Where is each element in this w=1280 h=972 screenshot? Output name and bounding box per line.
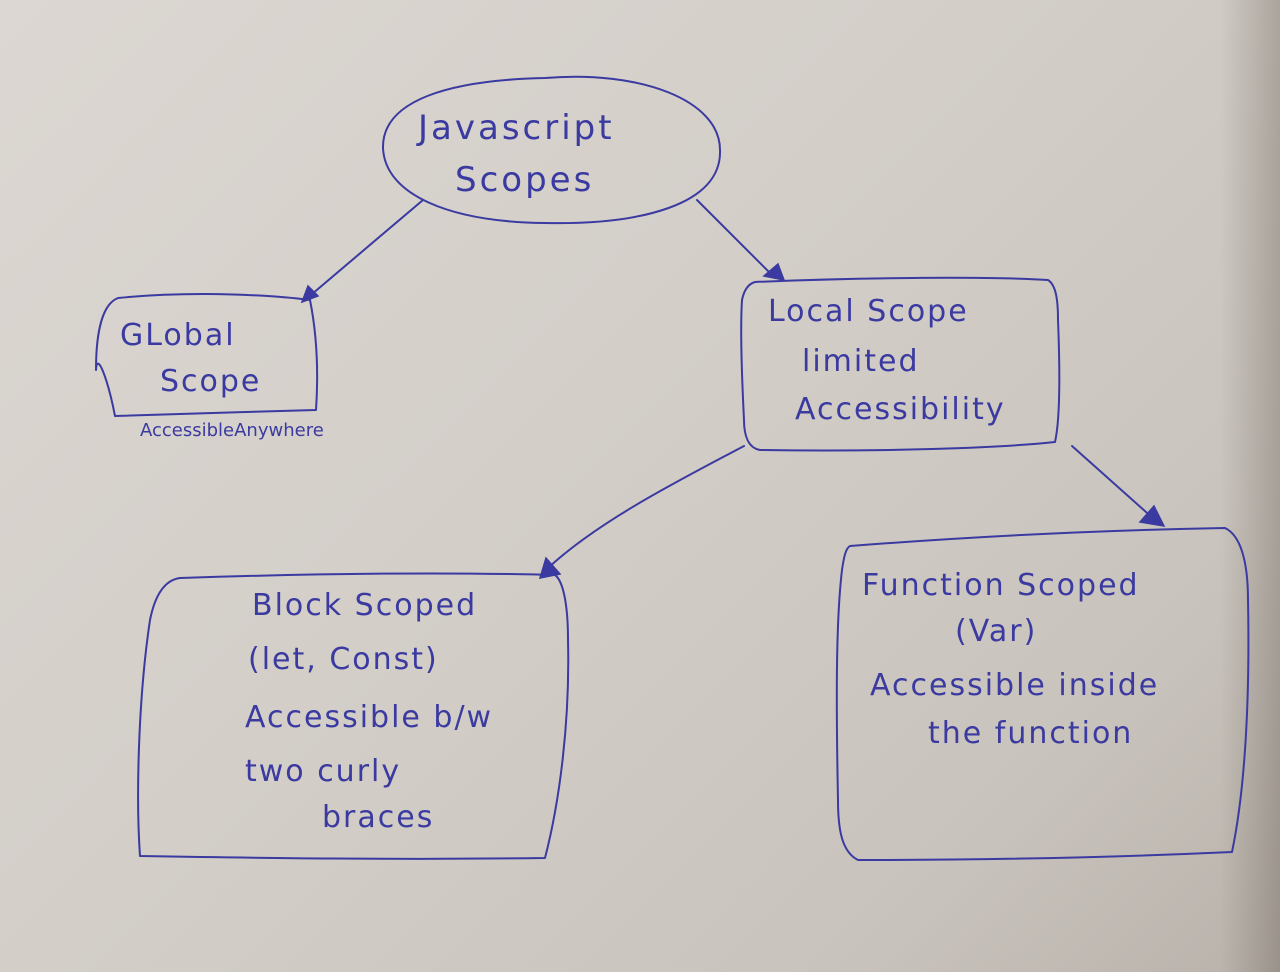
arrow-head-function	[1138, 504, 1166, 527]
arrow-head-local	[762, 262, 786, 282]
block-label-line-2: (let, Const)	[248, 642, 439, 677]
local-label-line-1: Local Scope	[768, 294, 969, 329]
function-label-line-3: Accessible inside	[870, 668, 1160, 703]
local-node-outline	[740, 276, 1061, 452]
local-label-line-2: limited	[802, 344, 920, 379]
block-label-line-5: braces	[322, 800, 435, 835]
block-label-line-4: two curly	[245, 754, 402, 789]
block-label-line-3: Accessible b/w	[245, 700, 494, 735]
paper-shadow	[1220, 0, 1280, 972]
block-label-line-1: Block Scoped	[252, 588, 478, 623]
root-label-line-1: Javascript	[418, 108, 615, 148]
root-node-outline	[381, 75, 722, 225]
global-note: AccessibleAnywhere	[140, 420, 324, 441]
arrow-head-global	[300, 284, 320, 304]
block-node-outline	[137, 572, 570, 860]
function-label-line-4: the function	[928, 716, 1134, 751]
arrow-head-block	[538, 556, 562, 579]
function-label-line-2: (Var)	[955, 614, 1038, 649]
edge-local-function	[1071, 445, 1156, 521]
local-label-line-3: Accessibility	[795, 392, 1006, 427]
function-node-outline	[835, 527, 1250, 861]
root-label-line-2: Scopes	[455, 160, 595, 200]
function-label-line-1: Function Scoped	[862, 568, 1140, 603]
edge-local-block	[547, 445, 745, 569]
global-node-outline	[95, 293, 319, 417]
edge-root-local	[696, 199, 773, 276]
global-label-line-1: GLobal	[120, 318, 236, 353]
global-label-line-2: Scope	[160, 364, 262, 399]
edge-root-global	[304, 199, 424, 301]
